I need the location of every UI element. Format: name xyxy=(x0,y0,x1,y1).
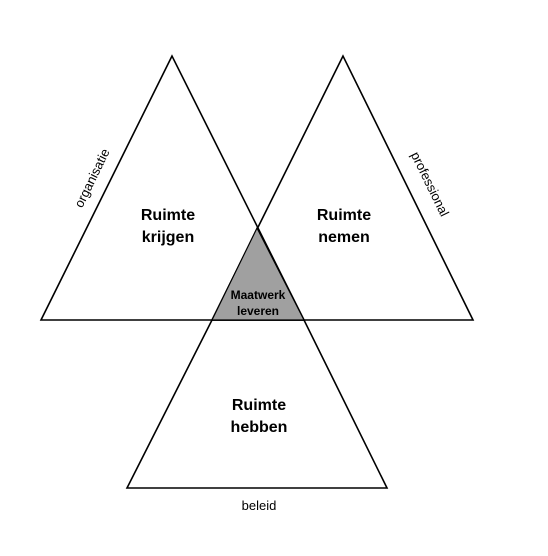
left-triangle-label-line1: Ruimte xyxy=(141,207,195,224)
bottom-triangle-label-line2: hebben xyxy=(231,419,288,436)
center-label-line1: Maatwerk xyxy=(231,288,286,302)
bottom-triangle-label-line1: Ruimte xyxy=(232,397,286,414)
center-label-line2: leveren xyxy=(237,304,279,318)
right-triangle-label-line1: Ruimte xyxy=(317,207,371,224)
left-triangle-label-line2: krijgen xyxy=(142,229,194,246)
center-overlap xyxy=(211,226,305,321)
professional-side-label: professional xyxy=(408,149,452,219)
right-triangle xyxy=(210,54,475,321)
right-triangle-label-line2: nemen xyxy=(318,229,370,246)
beleid-side-label: beleid xyxy=(242,498,277,513)
left-triangle xyxy=(39,54,306,321)
